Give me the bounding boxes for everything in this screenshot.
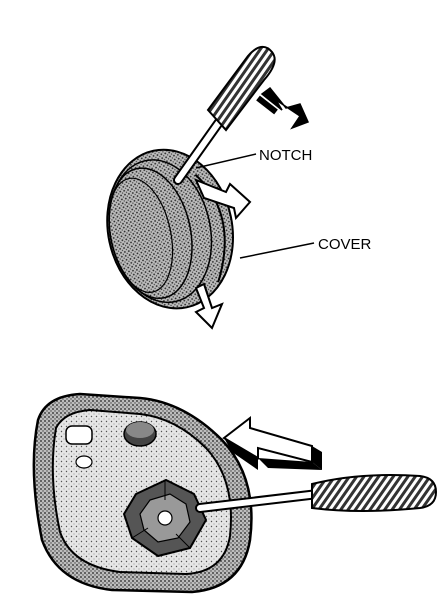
arrow-slide-direction <box>222 415 322 470</box>
screwdriver-bottom <box>195 474 438 513</box>
notch-label: NOTCH <box>259 147 312 164</box>
arrow-separate-right <box>194 178 252 221</box>
arrow-separate-down <box>194 282 224 330</box>
notch-leader-line <box>195 153 257 169</box>
top-illustration: NOTCH COVER <box>106 45 372 330</box>
cover-label: COVER <box>318 236 372 253</box>
key-fob-body <box>106 148 234 310</box>
battery-holder <box>122 478 208 558</box>
screwdriver-top <box>173 45 276 185</box>
button-pads <box>65 421 157 469</box>
bottom-illustration <box>32 392 438 594</box>
arrow-lever-direction <box>256 86 310 130</box>
cover-leader-line <box>239 242 315 259</box>
